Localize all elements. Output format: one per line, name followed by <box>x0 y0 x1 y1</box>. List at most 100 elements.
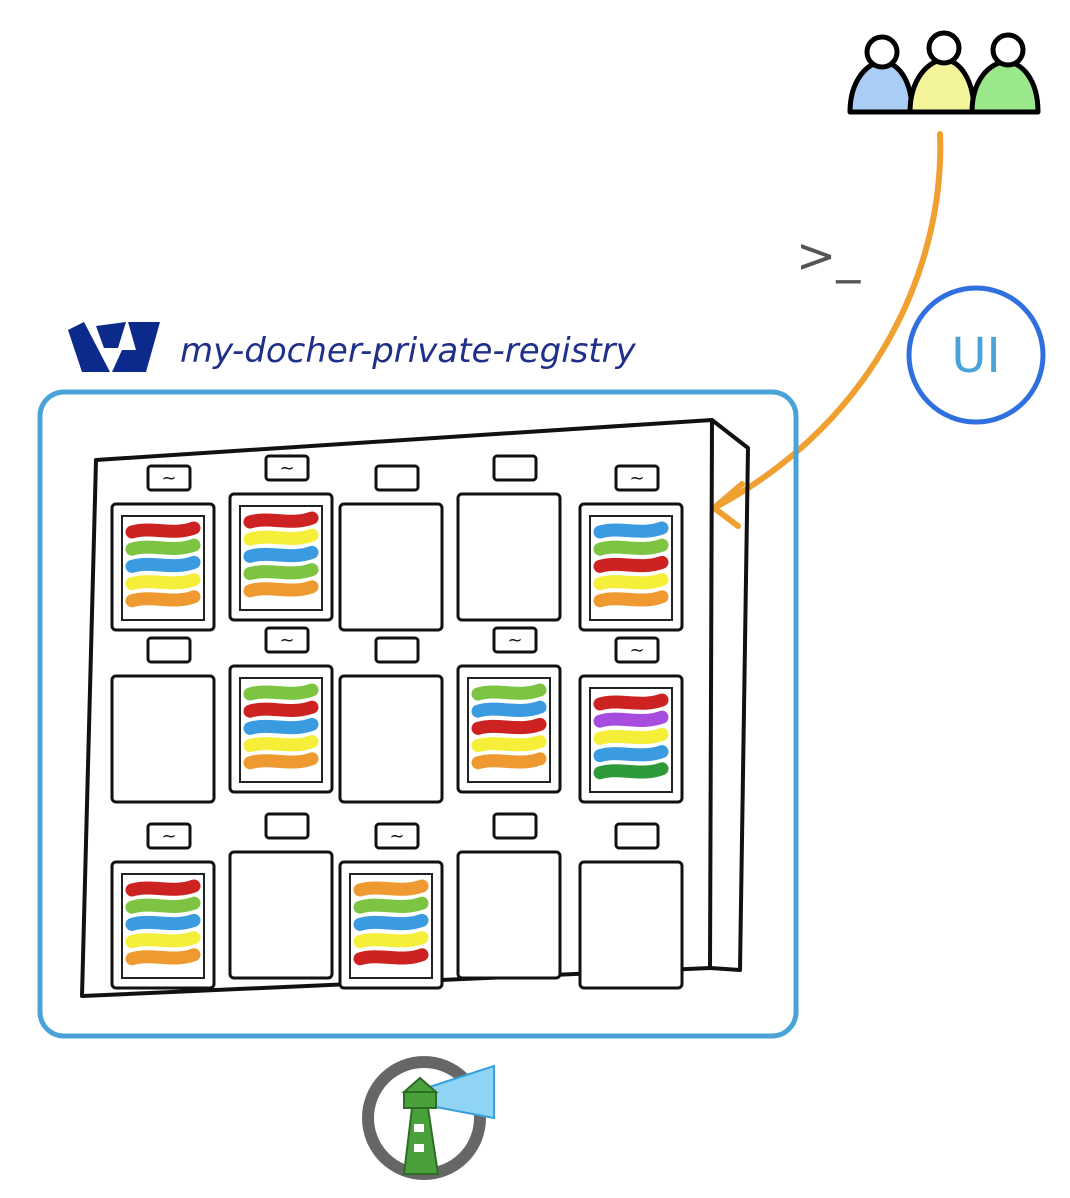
image-layer-stripe <box>243 700 319 718</box>
registry-name: my-docher-private-registry <box>180 331 637 371</box>
shelf-slot <box>228 812 334 980</box>
slot-box <box>110 674 216 804</box>
users-group-icon <box>847 30 1041 115</box>
image-layer-stripe <box>593 693 669 711</box>
shelf-slot: ~ <box>456 626 562 794</box>
image-layer-stripe <box>125 555 201 573</box>
image-layer-stripe <box>593 555 669 573</box>
shelf-slot <box>456 454 562 622</box>
image-layer-stripe <box>243 752 319 770</box>
shelf-slots: ~ ~ ~ ~ ~ ~ ~ ~ <box>110 454 684 990</box>
image-layer-stripe <box>243 545 319 563</box>
image-layer-stripe <box>593 710 669 728</box>
ui-label: UI <box>951 328 1000 384</box>
slot-tag-text: ~ <box>161 826 176 847</box>
slot-tag-label <box>264 812 310 840</box>
slot-box <box>456 492 562 622</box>
image-layer-stripe <box>353 931 429 949</box>
image-layer-stripe <box>593 590 669 608</box>
image-layer-stripe <box>243 528 319 546</box>
ui-circle <box>906 285 1046 425</box>
image-layer-stripe <box>125 931 201 949</box>
slot-tag-label <box>492 454 538 482</box>
shelf-slot <box>110 636 216 804</box>
shelf-outline <box>80 418 750 998</box>
image-layer-stripe <box>471 717 547 735</box>
shelf-slot: ~ <box>338 822 444 990</box>
container-image <box>121 515 205 621</box>
slot-tag-label <box>614 464 660 492</box>
slot-tag-label <box>264 626 310 654</box>
image-layer-stripe <box>243 735 319 753</box>
image-layer-stripe <box>471 735 547 753</box>
image-layer-stripe <box>125 948 201 966</box>
container-image <box>121 873 205 979</box>
image-layer-stripe <box>593 762 669 780</box>
slot-box <box>456 850 562 980</box>
shelf-slot: ~ <box>110 822 216 990</box>
shelf-slot: ~ <box>578 636 684 804</box>
slot-tag-label <box>614 636 660 664</box>
image-layer-stripe <box>353 913 429 931</box>
shelf-slot: ~ <box>228 626 334 794</box>
shelf-slot: ~ <box>578 464 684 632</box>
image-layer-stripe <box>125 879 201 897</box>
slot-tag-text: ~ <box>161 468 176 489</box>
shelf-slot <box>456 812 562 980</box>
image-layer-stripe <box>593 538 669 556</box>
container-image <box>467 677 551 783</box>
image-layer-stripe <box>471 700 547 718</box>
slot-tag-text: ~ <box>629 468 644 489</box>
slot-tag-text: ~ <box>279 630 294 651</box>
shelf-slot <box>578 822 684 990</box>
ovh-logo-icon <box>68 322 160 372</box>
image-layer-stripe <box>243 580 319 598</box>
image-layer-stripe <box>353 948 429 966</box>
image-layer-stripe <box>125 896 201 914</box>
container-image <box>589 687 673 793</box>
slot-box <box>228 850 334 980</box>
image-layer-stripe <box>125 573 201 591</box>
image-layer-stripe <box>593 521 669 539</box>
slot-box <box>338 674 444 804</box>
harbor-lighthouse-icon <box>362 1056 495 1180</box>
image-layer-stripe <box>243 683 319 701</box>
slot-tag-text: ~ <box>389 826 404 847</box>
image-layer-stripe <box>593 573 669 591</box>
container-image <box>239 505 323 611</box>
slot-tag-text: ~ <box>629 640 644 661</box>
image-layer-stripe <box>125 913 201 931</box>
slot-tag-text: ~ <box>279 458 294 479</box>
image-layer-stripe <box>593 745 669 763</box>
image-layer-stripe <box>125 538 201 556</box>
image-layer-stripe <box>471 752 547 770</box>
slot-tag-label <box>146 822 192 850</box>
container-image <box>349 873 433 979</box>
image-layer-stripe <box>243 717 319 735</box>
slot-tag-label <box>374 464 420 492</box>
slot-tag-label <box>374 636 420 664</box>
image-layer-stripe <box>125 521 201 539</box>
shelf-slot: ~ <box>228 454 334 622</box>
image-layer-stripe <box>243 511 319 529</box>
image-layer-stripe <box>353 896 429 914</box>
shelf-slot <box>338 464 444 632</box>
slot-tag-label <box>614 822 660 850</box>
slot-tag-text: ~ <box>507 630 522 651</box>
access-arrow <box>711 131 944 529</box>
cli-prompt-symbol: >_ <box>796 228 861 284</box>
shelf-slot <box>338 636 444 804</box>
slot-tag-label <box>146 464 192 492</box>
image-layer-stripe <box>593 727 669 745</box>
slot-box <box>338 502 444 632</box>
shelf-slot: ~ <box>110 464 216 632</box>
slot-box <box>578 860 684 990</box>
slot-tag-label <box>374 822 420 850</box>
image-layer-stripe <box>471 683 547 701</box>
slot-tag-label <box>492 626 538 654</box>
container-image <box>239 677 323 783</box>
slot-tag-label <box>146 636 192 664</box>
registry-frame <box>37 389 799 1039</box>
